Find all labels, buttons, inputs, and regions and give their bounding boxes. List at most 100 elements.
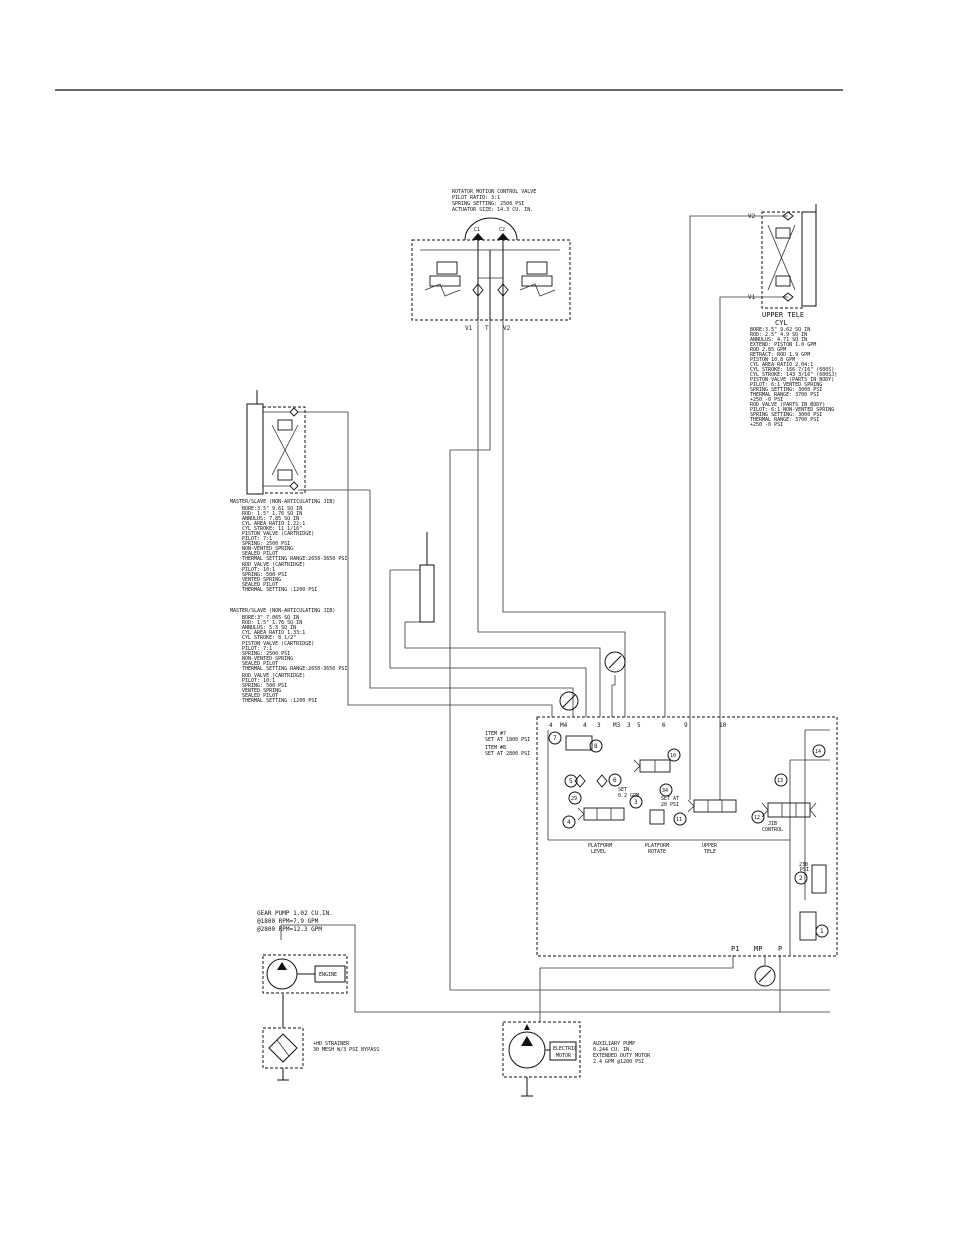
- svg-text:ROTATOR MOTION CONTROL VALVE: ROTATOR MOTION CONTROL VALVE: [452, 189, 536, 195]
- svg-text:CYL AREA RATIO 1.22:1: CYL AREA RATIO 1.22:1: [242, 521, 305, 527]
- item-balloon-1: 1: [815, 924, 829, 938]
- port-c2-label: C2: [499, 227, 505, 233]
- svg-text:M4: M4: [560, 722, 568, 729]
- svg-text:+HD STRAINER: +HD STRAINER: [313, 1041, 350, 1047]
- svg-text:34: 34: [662, 788, 668, 794]
- item-balloon-34: 34: [659, 783, 673, 797]
- svg-text:10: 10: [670, 753, 676, 759]
- rotator-bottom-ports: V1 T V2: [465, 325, 511, 332]
- directional-valve-platform-rotate: [633, 759, 671, 825]
- rotator-title: ROTATOR MOTION CONTROL VALVE PILOT RATIO…: [452, 189, 536, 213]
- svg-text:12: 12: [754, 815, 760, 821]
- pressure-gauge-icon: [604, 651, 626, 673]
- svg-text:20 PSI: 20 PSI: [661, 802, 679, 808]
- master-slave-cylinder-1: [246, 390, 370, 495]
- svg-text:ROD VALVE (PARTS IN BODY): ROD VALVE (PARTS IN BODY): [750, 402, 825, 408]
- engine-label: ENGINE: [319, 972, 337, 978]
- svg-text:BORE:3" 7.065 SQ IN: BORE:3" 7.065 SQ IN: [242, 615, 299, 621]
- svg-text:PLATFORM: PLATFORM: [588, 843, 612, 849]
- svg-text:SET AT 2800 PSI: SET AT 2800 PSI: [485, 751, 530, 757]
- item-balloon-29: 29: [568, 791, 582, 805]
- svg-text:CYL AREA RATIO 1.33:1: CYL AREA RATIO 1.33:1: [242, 630, 305, 636]
- svg-text:SPRING: 2500 PSI: SPRING: 2500 PSI: [242, 541, 290, 547]
- svg-text:230: 230: [799, 862, 808, 868]
- svg-text:6: 6: [613, 777, 617, 784]
- svg-text:CONTROL: CONTROL: [762, 827, 783, 833]
- svg-text:3: 3: [597, 722, 601, 729]
- relief-notes: ITEM #7 SET AT 1800 PSI ITEM #8 SET AT 2…: [485, 731, 530, 757]
- item-balloon-6: 6: [608, 773, 622, 787]
- svg-text:THERMAL SETTING :1200 PSI: THERMAL SETTING :1200 PSI: [242, 698, 317, 704]
- pressure-note-230: 230 PSI: [799, 862, 809, 873]
- svg-text:SEALED PILOT: SEALED PILOT: [242, 661, 278, 667]
- svg-text:SEALED PILOT: SEALED PILOT: [242, 582, 278, 588]
- svg-text:MASTER/SLAVE (NON-ARTICULATING: MASTER/SLAVE (NON-ARTICULATING JIB): [230, 608, 335, 614]
- directional-valve-platform-level: [565, 735, 625, 821]
- svg-text:ACTUATOR SIZE: 14.3 CU. IN.: ACTUATOR SIZE: 14.3 CU. IN.: [452, 207, 533, 213]
- svg-text:PILOT RATIO: 3:1: PILOT RATIO: 3:1: [452, 195, 500, 201]
- directional-valve-jib-control: [761, 802, 827, 941]
- svg-text:V1: V1: [465, 325, 473, 332]
- auxiliary-pump: ELECTRIC MOTOR: [502, 1021, 581, 1097]
- svg-text:PSI: PSI: [800, 867, 809, 873]
- manifold-port-labels: 4 M4 4 3 M3 3 5 6 9 10: [549, 722, 727, 729]
- svg-text:PLATFORM: PLATFORM: [645, 843, 669, 849]
- svg-text:4: 4: [549, 722, 553, 729]
- svg-text:11: 11: [676, 817, 682, 823]
- svg-text:SET AT: SET AT: [661, 796, 679, 802]
- svg-text:BORE:3.5" 9.61 SQ IN: BORE:3.5" 9.61 SQ IN: [242, 506, 302, 512]
- svg-text:ROD: 1.5" 1.76 SQ IN: ROD: 1.5" 1.76 SQ IN: [242, 620, 302, 626]
- svg-text:30 MESH W/3 PSI BYPASS: 30 MESH W/3 PSI BYPASS: [313, 1047, 379, 1053]
- svg-text:NON-VENTED SPRING: NON-VENTED SPRING: [242, 546, 293, 552]
- svg-text:@1800 RPM=7.9 GPM: @1800 RPM=7.9 GPM: [257, 918, 319, 925]
- svg-text:SPRING: 500 PSI: SPRING: 500 PSI: [242, 683, 287, 689]
- directional-valve-upper-tele: [687, 799, 737, 813]
- item-balloon-13: 13: [774, 773, 788, 787]
- svg-text:THERMAL SETTING :1200 PSI: THERMAL SETTING :1200 PSI: [242, 587, 317, 593]
- svg-text:14: 14: [815, 749, 821, 755]
- svg-text:THERMAL RANGE: 3700 PSI: THERMAL RANGE: 3700 PSI: [750, 392, 819, 398]
- svg-text:MP: MP: [754, 945, 762, 953]
- svg-text:ANNULUS: 4.71 SQ IN: ANNULUS: 4.71 SQ IN: [750, 337, 807, 343]
- svg-text:VENTED SPRING: VENTED SPRING: [242, 688, 281, 694]
- svg-text:GEAR PUMP 1.02 CU.IN.: GEAR PUMP 1.02 CU.IN.: [257, 910, 333, 917]
- item-balloon-5: 5: [564, 774, 578, 788]
- svg-text:PILOT: 6:1 NON-VENTED SPRING: PILOT: 6:1 NON-VENTED SPRING: [750, 407, 834, 413]
- svg-text:ROD: 2.5" 4.9 SQ IN: ROD: 2.5" 4.9 SQ IN: [750, 332, 807, 338]
- svg-text:SET: SET: [618, 787, 627, 793]
- svg-text:VENTED SPRING: VENTED SPRING: [242, 577, 281, 583]
- svg-text:PISTON 10.8 GPM: PISTON 10.8 GPM: [750, 357, 795, 363]
- svg-text:JIB: JIB: [768, 821, 777, 827]
- svg-text:PISTON VALVE (PARTS IN BODY): PISTON VALVE (PARTS IN BODY): [750, 377, 834, 383]
- item-balloon-12: 12: [751, 810, 765, 824]
- svg-text:PILOT: 10:1: PILOT: 10:1: [242, 567, 275, 573]
- svg-text:CYL STROKE: 8 1/2": CYL STROKE: 8 1/2": [242, 635, 296, 641]
- hose-lines: [280, 215, 830, 1022]
- svg-text:BORE:3.5" 9.62 SQ IN: BORE:3.5" 9.62 SQ IN: [750, 327, 810, 333]
- svg-text:2: 2: [799, 875, 803, 882]
- svg-text:PILOT: 6:1 VENTED SPRING: PILOT: 6:1 VENTED SPRING: [750, 382, 822, 388]
- svg-text:ANNULUS: 7.85 SQ IN: ANNULUS: 7.85 SQ IN: [242, 516, 299, 522]
- svg-text:EXTENDED DUTY MOTOR: EXTENDED DUTY MOTOR: [593, 1053, 651, 1059]
- svg-text:THERMAL SETTING RANGE:2650-365: THERMAL SETTING RANGE:2650-3650 PSI: [242, 666, 347, 672]
- svg-text:ROD: 1.5" 1.76 SQ IN: ROD: 1.5" 1.76 SQ IN: [242, 511, 302, 517]
- svg-text:PILOT: 7:1: PILOT: 7:1: [242, 646, 272, 652]
- svg-text:CYL STROKE: 143 3/16" (600SJ): CYL STROKE: 143 3/16" (600SJ): [750, 372, 837, 378]
- svg-text:SPRING SETTING: 3000 PSI: SPRING SETTING: 3000 PSI: [750, 412, 822, 418]
- svg-text:29: 29: [571, 796, 577, 802]
- svg-text:ANNULUS: 5.3 SQ IN: ANNULUS: 5.3 SQ IN: [242, 625, 296, 631]
- item-balloon-8: 8: [589, 739, 603, 753]
- svg-text:SPRING SETTING: 3000 PSI: SPRING SETTING: 3000 PSI: [750, 387, 822, 393]
- item-balloon-2: 2: [794, 871, 808, 885]
- strainer: [262, 994, 304, 1081]
- svg-text:SPRING: 500 PSI: SPRING: 500 PSI: [242, 572, 287, 578]
- svg-text:7: 7: [553, 735, 557, 742]
- electric-motor-label: ELECTRIC: [553, 1046, 577, 1052]
- svg-text:M3: M3: [613, 722, 621, 729]
- item-balloon-14: 14: [812, 744, 826, 758]
- svg-text:0.244 CU. IN.: 0.244 CU. IN.: [593, 1047, 632, 1053]
- svg-text:SEALED PILOT: SEALED PILOT: [242, 693, 278, 699]
- upper-tele-title: UPPER TELE: [762, 311, 804, 319]
- svg-text:CYL: CYL: [775, 319, 788, 327]
- svg-text:8: 8: [594, 743, 598, 750]
